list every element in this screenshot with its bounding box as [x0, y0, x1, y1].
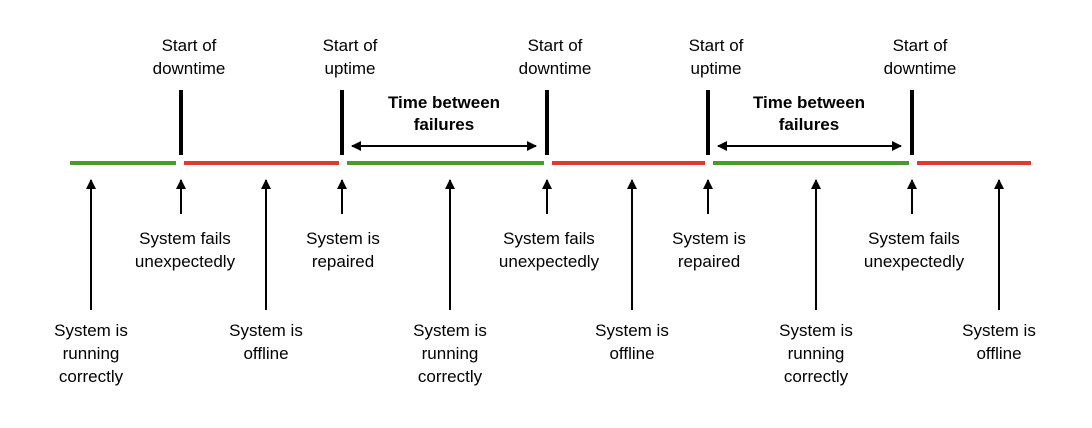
state-label-line: offline — [609, 344, 654, 363]
event-label-line: System fails — [139, 229, 231, 248]
span-label-time-between-failures-line: failures — [779, 115, 839, 134]
marker-label-start-of-uptime-line: Start of — [689, 36, 744, 55]
state-label-line: correctly — [418, 367, 483, 386]
marker-label-start-of-uptime-line: uptime — [324, 59, 375, 78]
top-markers: Start of downtime Start of uptime Start of do… — [153, 36, 957, 155]
event-label-line: System fails — [503, 229, 595, 248]
state-label-line: running — [63, 344, 120, 363]
state-label: System is offline — [229, 321, 303, 363]
state-label: System is offline — [962, 321, 1036, 363]
state-label-line: System is — [962, 321, 1036, 340]
event-label-line: System is — [672, 229, 746, 248]
state-label-line: System is — [413, 321, 487, 340]
span-label-time-between-failures-line: Time between — [753, 93, 865, 112]
marker-label-start-of-uptime-line: Start of — [323, 36, 378, 55]
time-between-failures-spans: Time between failures Time between failures — [351, 93, 902, 151]
state-label: System is offline — [595, 321, 669, 363]
event-label-line: unexpectedly — [499, 252, 600, 271]
event-label: System fails unexpectedly — [499, 229, 600, 271]
event-label-line: repaired — [678, 252, 740, 271]
event-label: System fails unexpectedly — [864, 229, 965, 271]
event-label: System fails unexpectedly — [135, 229, 236, 271]
marker-label-start-of-uptime: Start of uptime — [323, 36, 378, 78]
event-label-line: System fails — [868, 229, 960, 248]
marker-label-start-of-uptime-line: uptime — [690, 59, 741, 78]
state-label-line: correctly — [784, 367, 849, 386]
span-label-time-between-failures-line: failures — [414, 115, 474, 134]
marker-label-start-of-downtime-line: downtime — [153, 59, 226, 78]
marker-label-start-of-downtime: Start of downtime — [884, 36, 957, 78]
state-label-line: correctly — [59, 367, 124, 386]
event-labels: System fails unexpectedly System is repaire… — [135, 179, 965, 271]
state-label-line: running — [788, 344, 845, 363]
state-label-line: offline — [976, 344, 1021, 363]
marker-label-start-of-downtime-line: Start of — [893, 36, 948, 55]
span-label-time-between-failures: Time between failures — [753, 93, 865, 134]
span-label-time-between-failures-line: Time between — [388, 93, 500, 112]
marker-label-start-of-downtime-line: downtime — [519, 59, 592, 78]
state-label-line: System is — [779, 321, 853, 340]
state-label-line: System is — [229, 321, 303, 340]
span-label-time-between-failures: Time between failures — [388, 93, 500, 134]
state-label: System is running correctly — [779, 321, 853, 386]
state-label-line: System is — [595, 321, 669, 340]
state-label-line: offline — [243, 344, 288, 363]
event-label-line: unexpectedly — [864, 252, 965, 271]
event-label-line: System is — [306, 229, 380, 248]
state-label-line: running — [422, 344, 479, 363]
marker-label-start-of-downtime-line: Start of — [528, 36, 583, 55]
marker-label-start-of-downtime: Start of downtime — [519, 36, 592, 78]
marker-label-start-of-uptime: Start of uptime — [689, 36, 744, 78]
marker-label-start-of-downtime-line: Start of — [162, 36, 217, 55]
marker-label-start-of-downtime-line: downtime — [884, 59, 957, 78]
event-label-line: repaired — [312, 252, 374, 271]
state-label: System is running correctly — [413, 321, 487, 386]
state-labels: System is running correctly System is offlin… — [54, 179, 1036, 386]
marker-label-start-of-downtime: Start of downtime — [153, 36, 226, 78]
event-label-line: unexpectedly — [135, 252, 236, 271]
state-label: System is running correctly — [54, 321, 128, 386]
event-label: System is repaired — [672, 229, 746, 271]
state-label-line: System is — [54, 321, 128, 340]
event-label: System is repaired — [306, 229, 380, 271]
